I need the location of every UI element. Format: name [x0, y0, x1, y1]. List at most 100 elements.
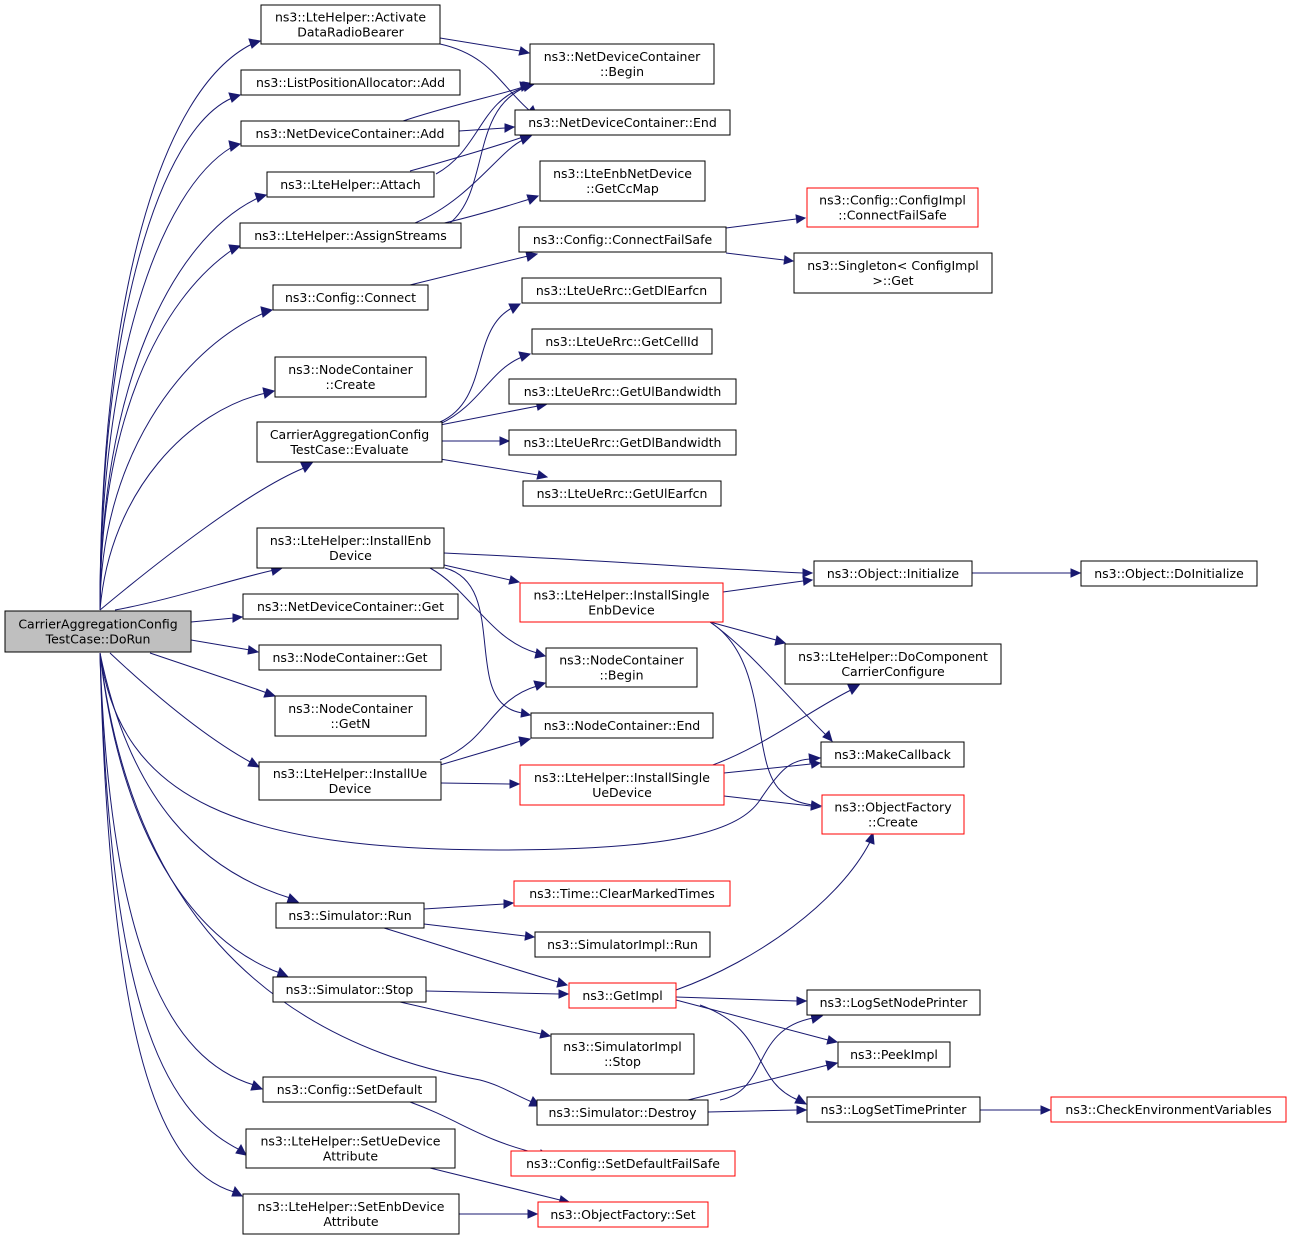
node-ncend[interactable]: ns3::NodeContainer::End — [530, 712, 714, 739]
node-evaluate[interactable]: CarrierAggregationConfigTestCase::Evalua… — [256, 421, 443, 463]
node-assign[interactable]: ns3::LteHelper::AssignStreams — [239, 222, 462, 249]
node-ncgetn[interactable]: ns3::NodeContainer::GetN — [274, 695, 427, 737]
edge-simrun-simimplrun — [423, 923, 536, 941]
node-listpos[interactable]: ns3::ListPositionAllocator::Add — [240, 69, 461, 96]
node-label: ns3::Config::SetDefault — [277, 1082, 423, 1097]
edge-evaluate-getulearfcn — [439, 458, 549, 480]
node-simdestroy[interactable]: ns3::Simulator::Destroy — [536, 1099, 709, 1126]
node-cfgsetdeffs[interactable]: ns3::Config::SetDefaultFailSafe — [510, 1150, 736, 1177]
node-attach[interactable]: ns3::LteHelper::Attach — [266, 171, 435, 198]
node-label: ns3::LteHelper::InstallEnb — [270, 533, 431, 548]
node-label: ns3::LteHelper::InstallSingle — [534, 770, 710, 785]
node-cfgsetdef[interactable]: ns3::Config::SetDefault — [262, 1076, 437, 1103]
node-label: ::Begin — [600, 64, 644, 79]
node-ndcadd[interactable]: ns3::NetDeviceContainer::Add — [240, 120, 460, 147]
node-simrun[interactable]: ns3::Simulator::Run — [275, 902, 425, 929]
node-nccreate[interactable]: ns3::NodeContainer::Create — [274, 356, 427, 398]
node-ofcreate[interactable]: ns3::ObjectFactory::Create — [821, 794, 965, 835]
edge-instsingleenb-objinit — [722, 576, 814, 593]
node-simimplstop[interactable]: ns3::SimulatorImpl::Stop — [550, 1033, 695, 1075]
node-label: ns3::GetImpl — [582, 988, 662, 1003]
node-logsetnode[interactable]: ns3::LogSetNodePrinter — [806, 989, 981, 1016]
node-checkenv[interactable]: ns3::CheckEnvironmentVariables — [1050, 1096, 1287, 1123]
edge-doRun-simstop — [99, 652, 290, 978]
edge-instsingleue-ofcreate — [723, 795, 822, 811]
node-label: ns3::NetDeviceContainer::Add — [256, 126, 445, 141]
edge-instsingleenb-docc — [709, 621, 787, 646]
node-label: ns3::Simulator::Run — [288, 908, 411, 923]
node-getimpl[interactable]: ns3::GetImpl — [568, 982, 677, 1009]
node-label: ns3::Simulator::Destroy — [549, 1105, 698, 1120]
node-label: ns3::SimulatorImpl — [563, 1039, 681, 1054]
node-label: ns3::ObjectFactory::Set — [550, 1207, 695, 1222]
node-label: CarrierConfigure — [841, 664, 945, 679]
node-getulearfcn[interactable]: ns3::LteUeRrc::GetUlEarfcn — [522, 480, 722, 507]
node-label: ns3::Object::DoInitialize — [1094, 566, 1244, 581]
node-clearmarked[interactable]: ns3::Time::ClearMarkedTimes — [513, 880, 731, 907]
node-docc[interactable]: ns3::LteHelper::DoComponentCarrierConfig… — [784, 643, 1002, 685]
node-cfgimplconn[interactable]: ns3::Config::ConfigImpl::ConnectFailSafe — [806, 187, 979, 228]
node-simstop[interactable]: ns3::Simulator::Stop — [272, 976, 427, 1003]
node-ndcbegin[interactable]: ns3::NetDeviceContainer::Begin — [529, 43, 715, 85]
edge-activate-ndcbegin — [439, 37, 531, 56]
edge-instue-ncbegin — [439, 680, 547, 761]
node-label: ns3::NetDeviceContainer::End — [528, 115, 717, 130]
node-ndcend[interactable]: ns3::NetDeviceContainer::End — [514, 109, 731, 136]
node-label: ns3::Time::ClearMarkedTimes — [529, 886, 715, 901]
node-label: ::GetCcMap — [586, 181, 659, 196]
node-getdlbw[interactable]: ns3::LteUeRrc::GetDlBandwidth — [508, 429, 737, 456]
node-simimplrun[interactable]: ns3::SimulatorImpl::Run — [534, 931, 711, 958]
edge-connfs-cfgimplconn — [725, 214, 807, 229]
node-label: ns3::LteHelper::InstallSingle — [534, 588, 710, 603]
node-singleton[interactable]: ns3::Singleton< ConfigImpl>::Get — [793, 252, 993, 294]
node-label: ns3::LteUeRrc::GetUlEarfcn — [537, 486, 708, 501]
node-ncbegin[interactable]: ns3::NodeContainer::Begin — [545, 647, 698, 688]
node-label: ns3::NetDeviceContainer — [544, 49, 701, 64]
node-getdlearfcn[interactable]: ns3::LteUeRrc::GetDlEarfcn — [521, 277, 722, 304]
edge-doRun-ncget — [190, 639, 260, 655]
edge-ndcadd-ndcend — [458, 123, 516, 133]
edge-doRun-listpos — [99, 92, 242, 611]
node-cfgconnect[interactable]: ns3::Config::Connect — [272, 284, 429, 311]
node-objdoinit[interactable]: ns3::Object::DoInitialize — [1080, 560, 1258, 587]
node-label: ns3::NodeContainer — [288, 701, 413, 716]
node-ncget[interactable]: ns3::NodeContainer::Get — [258, 644, 442, 671]
node-makecb[interactable]: ns3::MakeCallback — [820, 741, 965, 768]
node-label: TestCase::DoRun — [45, 632, 151, 647]
edge-doRun-ndcget — [190, 613, 244, 623]
node-label: Device — [329, 548, 372, 563]
node-label: ns3::LteUeRrc::GetUlBandwidth — [524, 384, 722, 399]
node-logsettime[interactable]: ns3::LogSetTimePrinter — [806, 1096, 981, 1123]
node-objinit[interactable]: ns3::Object::Initialize — [813, 560, 973, 587]
node-label: ::Stop — [604, 1054, 641, 1069]
node-getcellid[interactable]: ns3::LteUeRrc::GetCellId — [531, 328, 713, 355]
edge-simstop-getimpl — [425, 989, 570, 999]
node-label: >::Get — [872, 273, 913, 288]
node-label: ns3::Simulator::Stop — [286, 982, 414, 997]
node-label: ns3::LteHelper::DoComponent — [798, 649, 988, 664]
edge-instue-ncend — [439, 736, 532, 766]
node-label: ns3::LteUeRrc::GetDlBandwidth — [524, 435, 722, 450]
edge-getimpl-peekimpl — [675, 999, 839, 1045]
node-label: Device — [329, 781, 372, 796]
node-getccmap[interactable]: ns3::LteEnbNetDevice::GetCcMap — [539, 160, 706, 202]
node-ndcget[interactable]: ns3::NetDeviceContainer::Get — [242, 593, 459, 620]
edge-doRun-ncgetn — [149, 652, 277, 698]
node-label: ::Create — [868, 815, 918, 830]
node-ofset[interactable]: ns3::ObjectFactory::Set — [537, 1201, 709, 1228]
node-peekimpl[interactable]: ns3::PeekImpl — [837, 1041, 951, 1068]
edge-instue-instsingleue — [440, 779, 521, 789]
node-getulbw[interactable]: ns3::LteUeRrc::GetUlBandwidth — [508, 378, 737, 405]
edge-doRun-makecb — [99, 652, 822, 851]
edge-instsingleue-docc — [703, 684, 861, 769]
node-connfs[interactable]: ns3::Config::ConnectFailSafe — [518, 226, 727, 253]
edge-setenb-ofset — [459, 1209, 539, 1219]
